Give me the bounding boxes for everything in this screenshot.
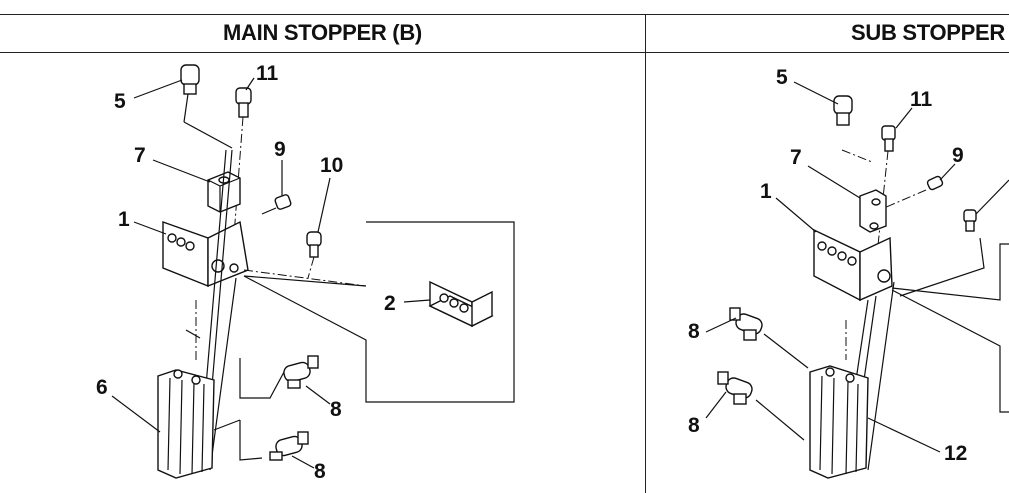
part-1-bracket: [162, 220, 249, 288]
part-8-fitting-sub-lower: [717, 371, 805, 441]
sub-callout-7: 7: [790, 146, 802, 169]
part-5-stopper-bolt-sub: [833, 95, 873, 163]
top-border: [0, 14, 1009, 15]
callout-9: 9: [274, 138, 286, 161]
part-9-screw: [261, 194, 292, 215]
part-5-stopper-bolt: [180, 64, 233, 149]
right-callout-leaders: [705, 81, 1009, 453]
sub-callout-12: 12: [944, 442, 967, 465]
detail-box-sub-partial: [891, 243, 1009, 413]
part-7-block-sub: [859, 189, 887, 233]
callout-8-lower: 8: [314, 460, 326, 483]
callout-5: 5: [114, 90, 126, 113]
callout-8-upper: 8: [330, 398, 342, 421]
right-callout-labels: 5 11 7 9 1 8 8 12: [688, 66, 967, 465]
callout-7: 7: [134, 144, 146, 167]
left-callout-leaders: [111, 77, 431, 469]
part-8-fitting-upper: [239, 355, 319, 399]
part-6-cylinder: [157, 149, 237, 479]
callout-2: 2: [384, 292, 396, 315]
sub-callout-8-lower: 8: [688, 414, 700, 437]
part-10-screw: [306, 231, 322, 279]
detail-box-part-2: [243, 221, 515, 403]
callout-1: 1: [118, 208, 130, 231]
sub-callout-1: 1: [760, 180, 772, 203]
part-8-fitting-lower: [213, 419, 309, 461]
part-10-screw-sub: [899, 209, 985, 297]
part-1-bracket-sub: [813, 228, 893, 302]
part-12-cylinder-sub: [809, 281, 895, 479]
sub-stopper-assembly: [705, 81, 1009, 479]
sub-callout-8-upper: 8: [688, 320, 700, 343]
part-9-screw-sub: [883, 175, 944, 209]
main-stopper-assembly: [111, 64, 515, 479]
left-callout-labels: 5 11 7 9 10 1 2 6 8 8: [96, 62, 396, 483]
sub-callout-9: 9: [952, 144, 964, 167]
sub-callout-5: 5: [776, 66, 788, 89]
callout-11: 11: [256, 62, 279, 85]
column-divider: [645, 14, 646, 493]
callout-6: 6: [96, 376, 108, 399]
sub-callout-11: 11: [910, 88, 933, 111]
header-main-stopper: MAIN STOPPER (B): [223, 20, 422, 45]
part-8-fitting-sub-upper: [729, 307, 809, 369]
callout-10: 10: [320, 154, 343, 177]
header-divider: [0, 52, 1009, 53]
header-sub-stopper: SUB STOPPER: [851, 20, 1005, 45]
